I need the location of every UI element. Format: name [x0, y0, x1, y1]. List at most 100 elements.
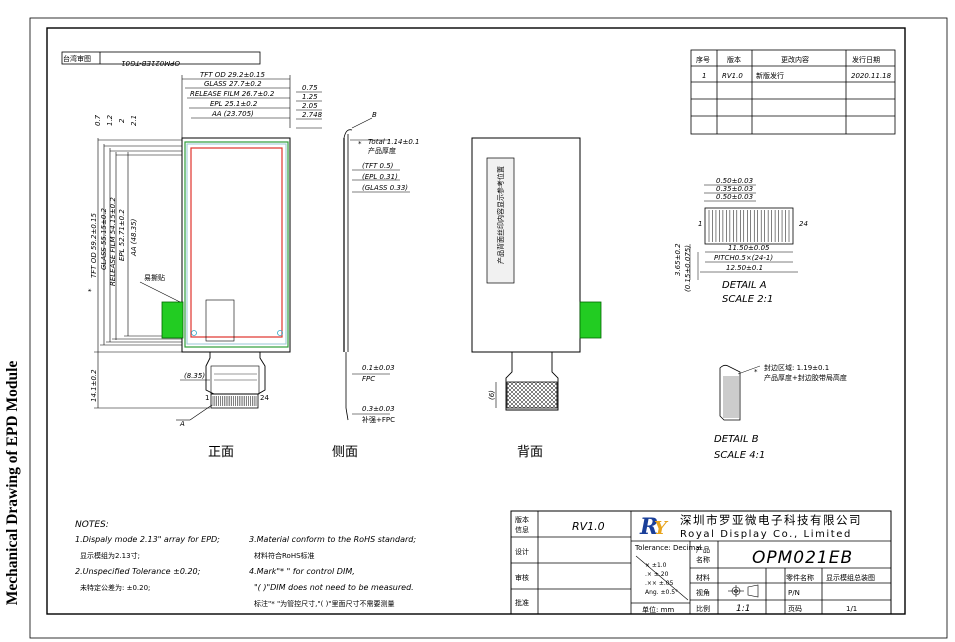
corner-mark-left: [191, 330, 197, 336]
side-stiffener-label: 补强+FPC: [362, 415, 395, 424]
detail-a-pin-1: 1: [698, 220, 702, 228]
rev-header-date: 发行日期: [852, 55, 880, 64]
dim-right-1: 1.25: [302, 93, 318, 101]
tb-design: 设计: [515, 547, 529, 556]
dim-epl-width: EPL 25.1±0.2: [210, 100, 258, 108]
dim-fpc-length: 14.1±0.2: [90, 369, 98, 402]
back-label-text: 产品背面丝印内容显示参考位置: [496, 166, 505, 264]
fpc-width: (8.35): [184, 372, 205, 380]
fpc-pin-24: 24: [260, 394, 269, 402]
dim-tft-od-height: TFT OD 59.2±0.15: [90, 212, 98, 278]
label-a: A: [179, 420, 185, 428]
dim-glass-width: GLASS 27.7±0.2: [204, 80, 262, 88]
detail-b-note-1: 封边区域: 1.19±0.1: [764, 363, 829, 372]
detail-b-scale: SCALE 4:1: [714, 450, 765, 461]
back-stiffener: [506, 381, 558, 409]
rev-row-no: 1: [702, 72, 706, 80]
tb-tolerance-row-0: × ±1.0: [645, 562, 667, 569]
side-fpc-label: FPC: [362, 375, 375, 383]
fpc-connector: [210, 393, 259, 409]
tb-scale-label: 比例: [696, 604, 710, 613]
back-dim: (6): [488, 390, 496, 400]
dim-right-2: 2.05: [302, 102, 318, 110]
tb-part-name-label: 零件名称: [786, 573, 814, 582]
notes-title: NOTES:: [75, 520, 109, 530]
fpc-pin-1: 1: [205, 394, 209, 402]
tape-label: 易撕贴: [144, 273, 165, 282]
rev-header-version: 版本: [727, 55, 741, 64]
detail-a-scale: SCALE 2:1: [722, 294, 773, 305]
dim-right-0: 0.75: [302, 84, 318, 92]
title-block: 版本 信息 RV1.0 设计 审核 批准 R Y 深圳市罗亚微电子科技有限公司 …: [510, 510, 892, 615]
projection-symbol-icon: [728, 584, 759, 598]
tb-part-name: 显示模组总装图: [826, 573, 875, 582]
tb-company-en: Royal Display Co., Limited: [680, 529, 852, 540]
detail-a-pin-24: 24: [799, 220, 808, 228]
side-layer-tft: (TFT 0.5): [362, 162, 394, 170]
dim-left-small-3: 2.1: [130, 115, 138, 126]
tb-tolerance-row-3: Ang. ±0.5°: [645, 589, 678, 596]
top-label-box: 台湾审图 OPM021EB-TG01: [61, 51, 261, 67]
note-3-cn: 材料符合RoHS标准: [254, 551, 315, 560]
glass-outline: [184, 141, 289, 348]
tb-unit: 单位: mm: [642, 605, 674, 614]
dim-release-film-width: RELEASE FILM 26.7±0.2: [190, 90, 275, 98]
rev-row-date: 2020.11.18: [851, 72, 892, 80]
detail-a-pitch: PITCH0.5×(24-1): [714, 254, 773, 262]
note-3-en: 3.Material conform to the RoHS standard;: [249, 535, 416, 544]
tb-company-cn: 深圳市罗亚微电子科技有限公司: [680, 513, 862, 527]
svg-text:R: R: [639, 514, 658, 540]
detail-b-note-2: 产品厚度+封边胶带局高度: [764, 373, 847, 382]
detail-b-star: *: [754, 368, 758, 376]
back-label-box: [486, 157, 515, 284]
detail-a-connector: [704, 207, 794, 245]
dim-star-tft-od-height: *: [87, 288, 95, 292]
release-film-outline: [186, 143, 287, 345]
rev-header-no: 序号: [696, 55, 710, 64]
note-1-cn: 显示模组为2.13寸;: [80, 551, 140, 560]
tb-review: 审核: [515, 573, 529, 582]
side-total-cn: 产品厚度: [368, 146, 396, 155]
outer-border: [29, 17, 948, 639]
detail-a-dim-1: 0.35±0.03: [716, 185, 753, 193]
dim-tft-od-width: TFT OD 29.2±0.15: [200, 71, 266, 79]
side-layer-epl: (EPL 0.31): [362, 173, 398, 181]
detail-a-width: 11.50±0.05: [728, 244, 770, 252]
dim-glass-height: GLASS 55.15±0.2: [100, 207, 108, 270]
detail-b-title: DETAIL B: [714, 434, 759, 445]
top-label-left: 台湾审图: [63, 54, 91, 63]
detail-a-h2: (0.15±0.075): [684, 245, 692, 292]
detail-a-dim-2: 0.50±0.03: [716, 193, 753, 201]
side-total-star: *: [358, 140, 362, 148]
tb-version-label-2: 信息: [515, 525, 529, 534]
side-layer-glass: (GLASS 0.33): [362, 184, 408, 192]
detail-b: * 封边区域: 1.19±0.1 产品厚度+封边胶带局高度 DETAIL B S…: [714, 363, 847, 461]
detail-a-title: DETAIL A: [722, 280, 767, 291]
note-2-cn: 未特定公差为: ±0.20;: [80, 583, 150, 592]
tft-outline: [181, 137, 291, 353]
tb-view-label: 视角: [696, 588, 710, 597]
revision-table: 序号 版本 更改内容 发行日期 1 RV1.0 新版发行 2020.11.18: [690, 49, 896, 135]
detail-a: 0.50±0.03 0.35±0.03 0.50±0.03 1 24 11.50…: [674, 177, 808, 305]
side-fpc-thickness: 0.1±0.03: [362, 364, 395, 372]
easy-tear-tape: [161, 301, 184, 339]
ic-outline: [205, 299, 235, 342]
label-b: B: [372, 111, 377, 119]
tb-approve: 批准: [515, 598, 529, 607]
dim-left-small-2: 2: [118, 118, 126, 123]
note-4-en: 4.Mark"* " for control DIM,: [249, 567, 355, 576]
front-view: TFT OD 29.2±0.15 GLASS 27.7±0.2 RELEASE …: [87, 71, 323, 460]
tb-material-label: 材料: [696, 573, 710, 582]
tb-version-label-1: 版本: [515, 515, 529, 524]
inner-border: [46, 27, 906, 615]
side-stiffener-thickness: 0.3±0.03: [362, 405, 395, 413]
side-caption: 侧面: [332, 445, 358, 460]
tb-product-name: OPM021EB: [752, 548, 853, 568]
tb-tolerance-title: Tolerance: Decimal: [634, 544, 702, 552]
detail-a-dim-0: 0.50±0.03: [716, 177, 753, 185]
tb-page: 1/1: [846, 605, 857, 613]
rev-row-version: RV1.0: [722, 72, 743, 80]
dim-aa-width: AA (23.705): [211, 110, 254, 118]
company-logo: R Y: [639, 514, 669, 540]
dim-aa-height: AA (48.35): [130, 218, 138, 257]
